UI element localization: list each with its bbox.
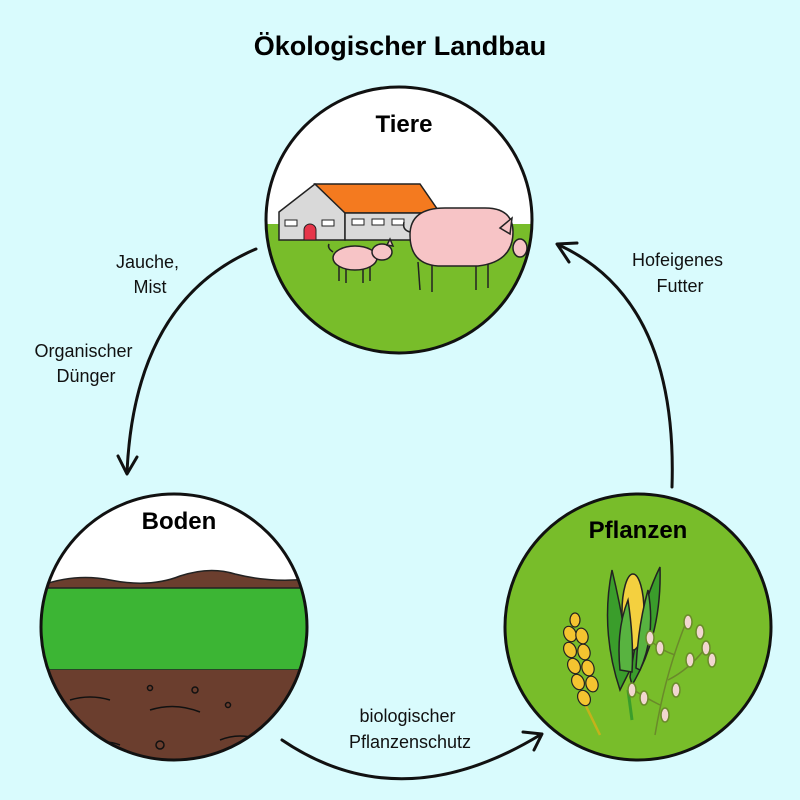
node-boden: Boden xyxy=(39,492,309,762)
arrow-tiere-to-boden xyxy=(116,247,258,476)
edge-label-futter-line2: Futter xyxy=(656,276,703,296)
edge-label-futter: Hofeigenes Futter xyxy=(632,250,728,296)
node-pflanzen: Pflanzen xyxy=(503,492,773,762)
node-label-boden: Boden xyxy=(142,508,217,535)
diagram-title: Ökologischer Landbau xyxy=(254,31,547,61)
edge-label-duenger-line1: Organischer xyxy=(34,341,132,361)
soil-layer xyxy=(41,670,307,760)
edge-label-duenger-line2: Dünger xyxy=(56,366,115,386)
pig-icon xyxy=(402,207,528,292)
edge-label-jauche-line2: Mist xyxy=(134,277,167,297)
arrow-pflanzen-to-tiere xyxy=(555,241,674,489)
oat-icon xyxy=(627,614,717,736)
node-label-tiere: Tiere xyxy=(376,111,433,138)
edge-label-jauche: Jauche, Mist xyxy=(116,252,184,297)
node-tiere: Tiere xyxy=(264,85,534,355)
corn-icon xyxy=(606,566,661,721)
wheat-icon xyxy=(562,612,602,736)
node-label-pflanzen: Pflanzen xyxy=(589,517,688,544)
edge-label-schutz: biologischer Pflanzenschutz xyxy=(349,706,471,752)
edge-label-schutz-line2: Pflanzenschutz xyxy=(349,732,471,752)
edge-label-schutz-line1: biologischer xyxy=(359,706,455,726)
arrow-boden-to-pflanzen xyxy=(280,730,544,781)
piglet-icon xyxy=(327,237,395,283)
edge-label-jauche-line1: Jauche, xyxy=(116,252,179,272)
topsoil-layer xyxy=(41,587,307,671)
edge-label-futter-line1: Hofeigenes xyxy=(632,250,723,270)
edge-label-duenger: Organischer Dünger xyxy=(34,341,137,386)
